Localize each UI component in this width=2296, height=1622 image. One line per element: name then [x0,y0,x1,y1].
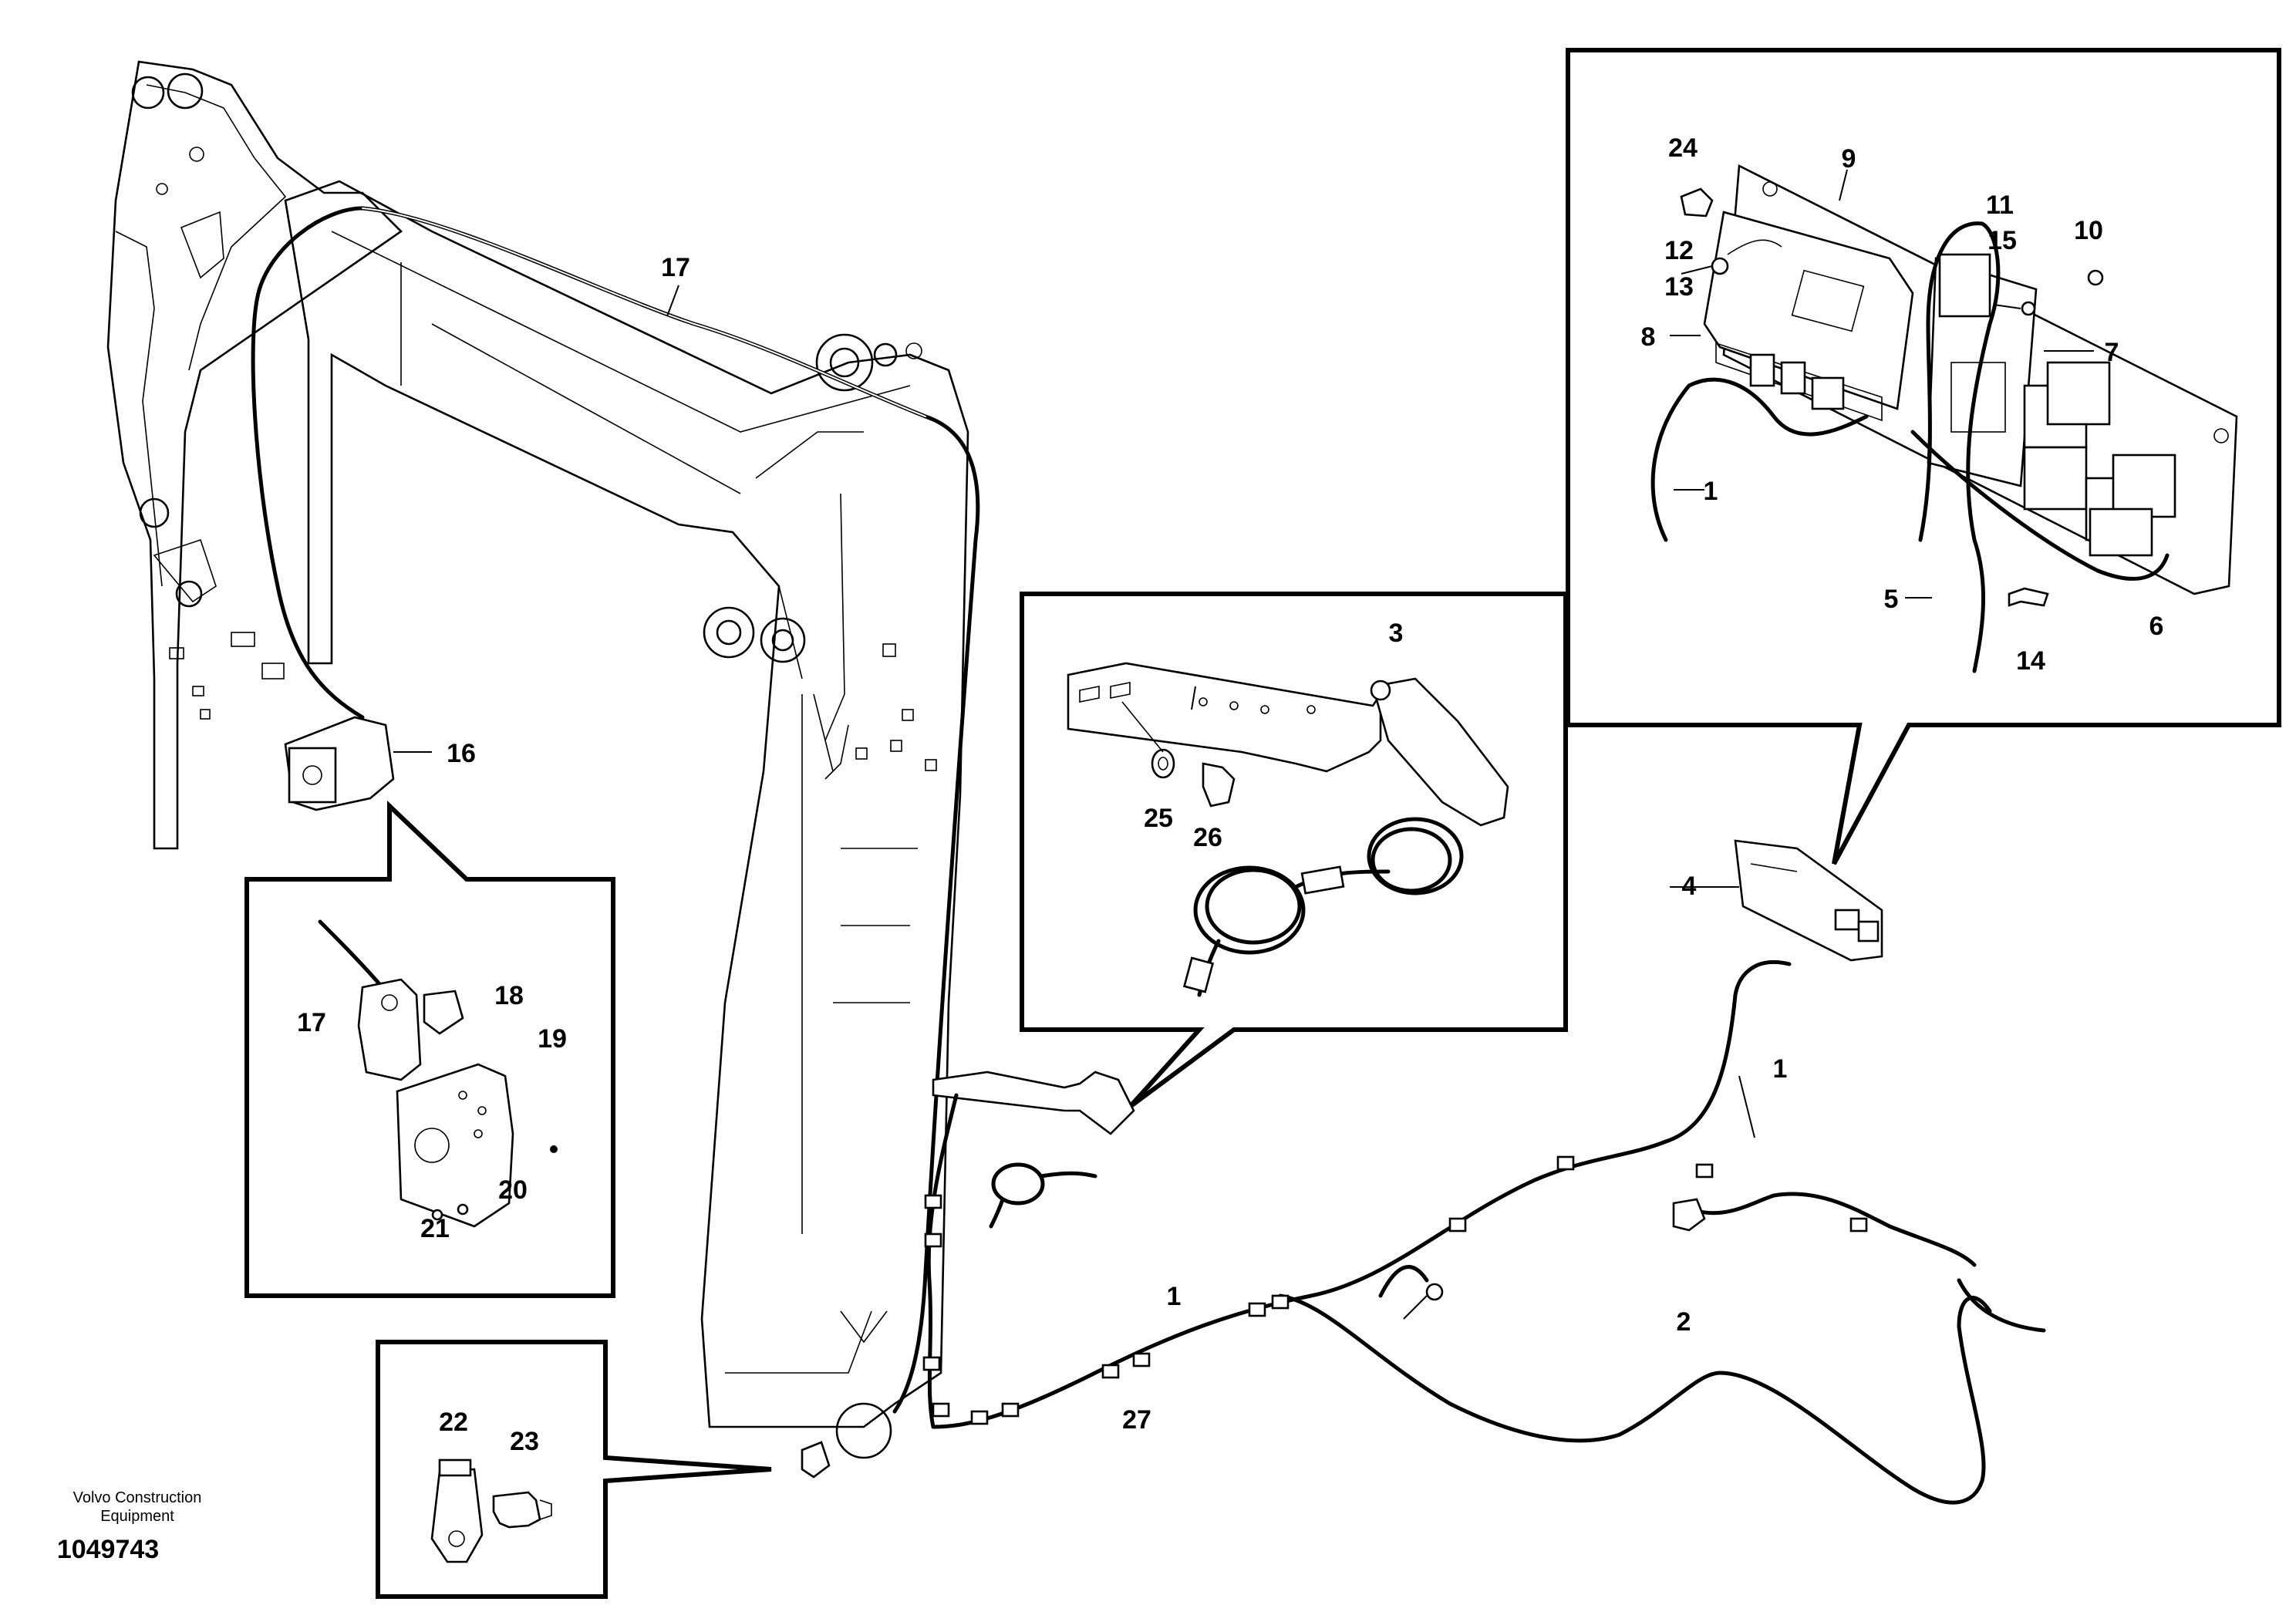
callout-9: 9 [1842,144,1856,174]
callout-4: 4 [1682,872,1697,901]
leader-lines [393,169,2094,1320]
detail-box-bracket [1020,592,1568,1109]
callout-11: 11 [1986,191,2014,220]
footer: Volvo Construction Equipment 1049743 [57,1489,202,1564]
detail-box-clip [376,1340,772,1599]
callout-21: 21 [420,1214,450,1243]
callout-8: 8 [1641,322,1656,352]
callout-20: 20 [498,1175,528,1205]
callout-22: 22 [439,1408,468,1437]
callout-labels: 17 16 17 18 19 20 21 22 23 3 25 26 24 9 … [297,133,2163,1456]
callout-18: 18 [494,981,524,1010]
callout-25: 25 [1144,804,1173,833]
callout-12: 12 [1664,236,1694,265]
harness-assembly [922,839,2046,1505]
drawing-number: 1049743 [57,1535,159,1564]
detail-box-ecu [1566,48,2281,865]
boom-arm-illustration [106,60,980,1479]
brand-line-2: Equipment [100,1508,174,1525]
callout-17-detail: 17 [297,1008,326,1037]
callout-1-ecu: 1 [1704,477,1718,506]
callout-10: 10 [2074,216,2103,245]
callout-7: 7 [2105,338,2119,367]
callout-2: 2 [1677,1307,1691,1337]
callout-6: 6 [2149,612,2164,641]
callout-1-lower: 1 [1167,1282,1182,1311]
callout-13: 13 [1664,272,1694,302]
callout-17-boom: 17 [661,253,690,282]
callout-16: 16 [447,739,476,768]
brand-line-1: Volvo Construction [73,1489,202,1506]
callout-15: 15 [1988,226,2017,255]
callout-3: 3 [1389,619,1404,648]
callout-14: 14 [2016,646,2045,676]
callout-5: 5 [1884,585,1899,614]
detail-box-sensor [244,801,615,1298]
callout-24: 24 [1668,133,1698,163]
callout-1-right: 1 [1773,1054,1788,1084]
callout-26: 26 [1193,823,1222,852]
callout-19: 19 [538,1024,567,1054]
callout-23: 23 [510,1427,539,1456]
callout-27: 27 [1122,1405,1151,1435]
